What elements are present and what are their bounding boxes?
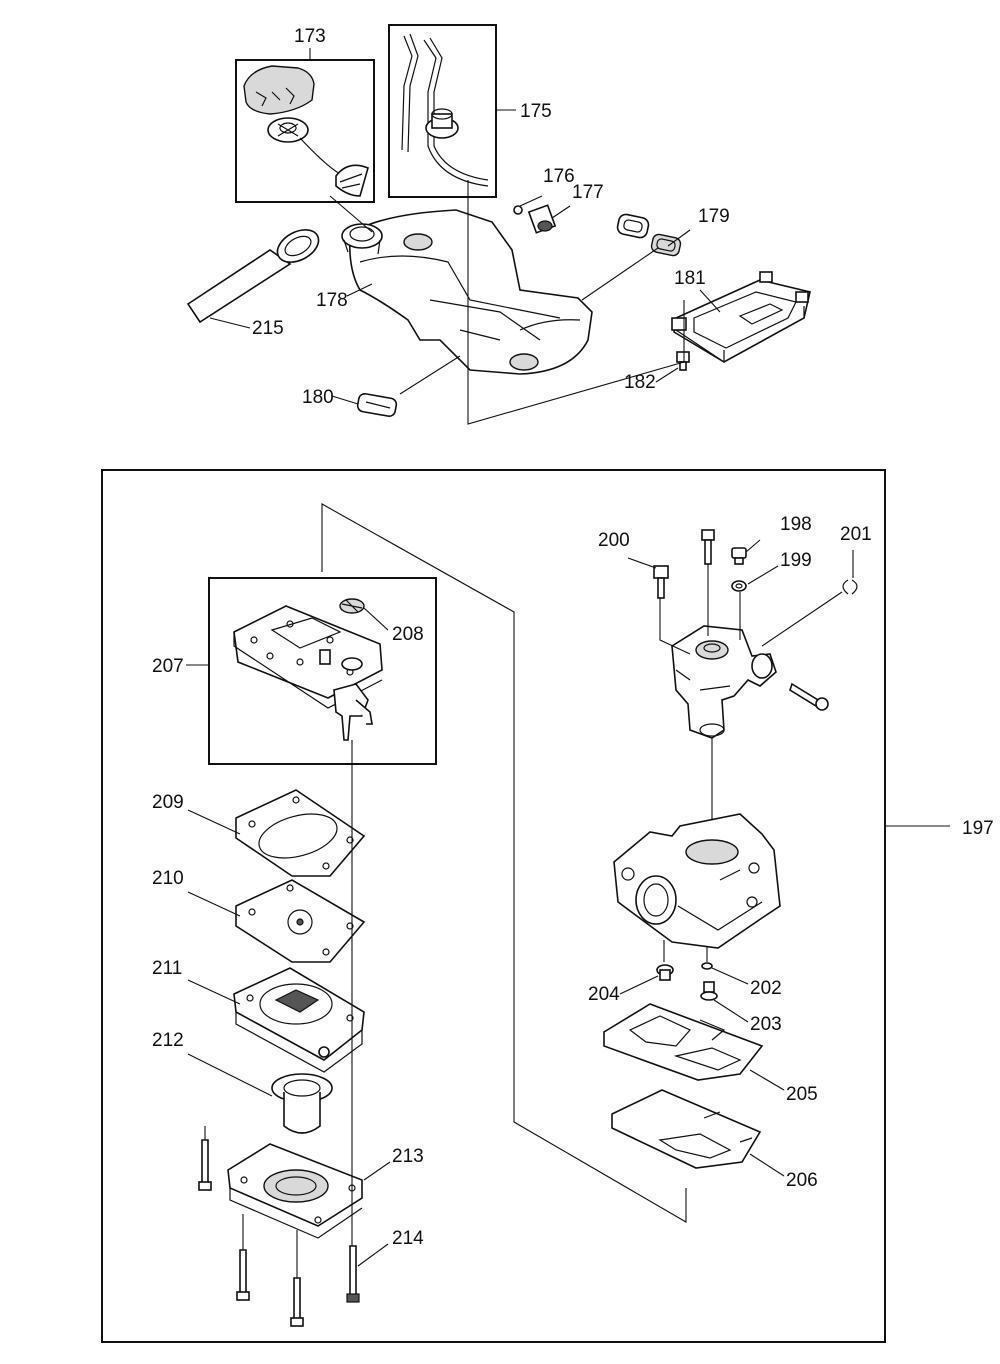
left-axis-lines [204,740,353,1278]
diaphragm-206 [611,1089,762,1169]
label-199: 199 [780,550,812,571]
label-206: 206 [786,1170,818,1191]
screws-214 [198,1139,360,1327]
throttle-body-top [671,625,777,739]
pump-cover-assembly-207 [208,577,437,765]
gasket-209 [235,789,366,877]
carburetor-body [613,813,781,949]
label-181: 181 [674,268,706,289]
label-207: 207 [152,656,184,677]
fuel-cap-assembly-173 [235,59,375,203]
gasket-205 [603,1003,764,1081]
label-175: 175 [520,101,552,122]
cup-212 [271,1073,333,1134]
label-213: 213 [392,1146,424,1167]
fuel-hose-assembly-175 [388,24,497,198]
small-fittings [653,529,858,1001]
label-215: 215 [252,318,284,339]
tank-bracket-181 [671,271,811,364]
fuel-tank-178 [341,209,593,375]
lower-leader-lines [186,539,854,1267]
label-203: 203 [750,1014,782,1035]
upper-leader-lines [209,48,721,425]
label-211: 211 [152,958,182,979]
label-178: 178 [316,290,348,311]
label-214: 214 [392,1228,424,1249]
label-201: 201 [840,524,872,545]
cushion-180 [356,392,398,418]
screw-182 [676,351,690,371]
pump-body-211 [233,967,365,1073]
part-labels: 173 175 176 177 179 181 178 215 182 180 … [152,26,994,1249]
label-197: 197 [962,818,994,839]
assembly-bracket-line [321,503,687,1223]
label-212: 212 [152,1030,184,1051]
label-180: 180 [302,387,334,408]
label-210: 210 [152,868,184,889]
carburetor-assembly-frame-197 [101,469,886,1343]
label-177: 177 [572,182,604,203]
label-198: 198 [780,514,812,535]
label-176: 176 [543,166,575,187]
label-200: 200 [598,530,630,551]
label-209: 209 [152,792,184,813]
fuel-filter-176-177 [513,204,557,234]
right-axis-lines [659,564,843,962]
diaphragm-210 [235,879,366,963]
primer-tool-215 [186,229,320,324]
grommet-179 [616,213,682,257]
label-182: 182 [624,372,656,393]
label-205: 205 [786,1084,818,1105]
label-204: 204 [588,984,620,1005]
label-202: 202 [750,978,782,999]
label-179: 179 [698,206,730,227]
label-208: 208 [392,624,424,645]
base-plate-213 [227,1143,363,1239]
label-173: 173 [294,26,326,47]
